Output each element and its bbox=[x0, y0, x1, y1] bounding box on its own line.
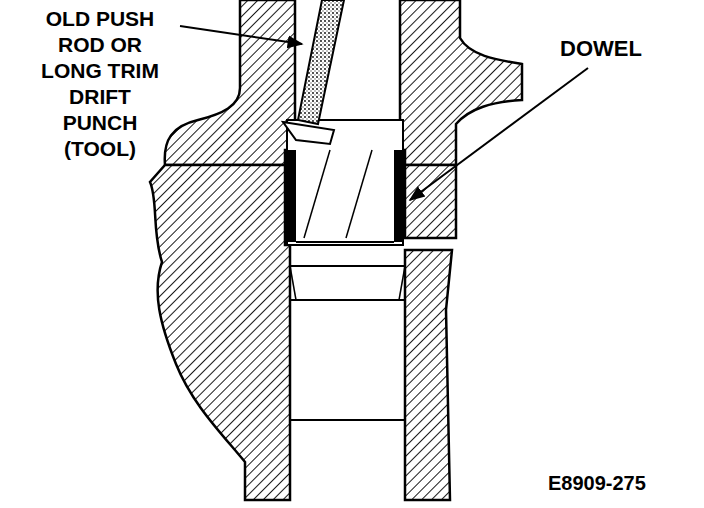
bore-taper bbox=[290, 266, 296, 300]
leader-line bbox=[180, 26, 302, 44]
lower-right-casting bbox=[405, 165, 456, 238]
part-label: DOWEL bbox=[560, 36, 642, 62]
bore-line bbox=[290, 419, 405, 421]
lower-left-casting bbox=[150, 165, 290, 500]
bore-shoulder bbox=[290, 265, 405, 267]
tool-label: OLD PUSH ROD OR LONG TRIM DRIFT PUNCH (T… bbox=[30, 6, 170, 162]
upper-left-casting bbox=[165, 0, 295, 165]
push-rod-tool bbox=[283, 0, 344, 144]
upper-right-casting bbox=[400, 0, 522, 165]
lower-right-casting bbox=[405, 250, 452, 500]
bore-taper bbox=[399, 266, 405, 300]
leader-line bbox=[410, 68, 588, 200]
bore-shoulder bbox=[290, 299, 405, 301]
figure-number: E8909-275 bbox=[548, 470, 646, 496]
